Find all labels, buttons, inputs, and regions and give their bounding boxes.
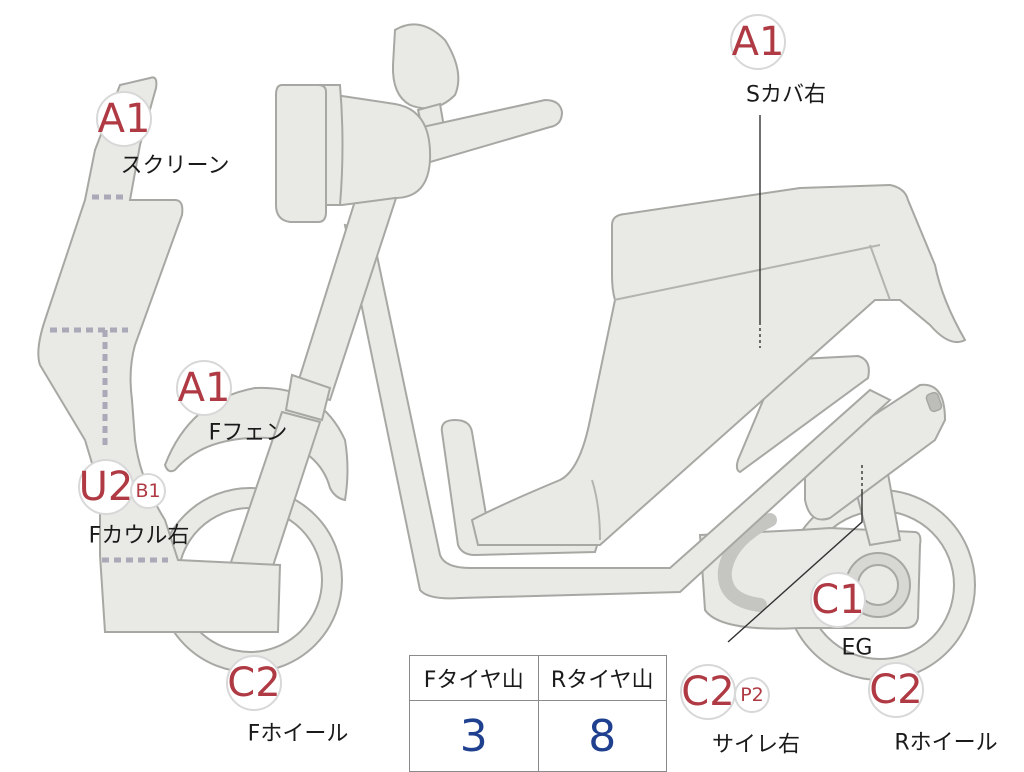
front-fender-grade: A1 — [178, 365, 231, 411]
front-tread-header: Fタイヤ山 — [409, 655, 539, 701]
front-cowl-right-sub-grade: B1 — [135, 480, 160, 502]
front-fender-drawing — [163, 386, 349, 502]
screen-label: スクリーン — [121, 154, 230, 179]
leader-lines — [727, 115, 863, 643]
annotation-muffler-right: C2 P2 サイレ右 — [680, 664, 800, 758]
rear-wheel-label: Rホイール — [894, 731, 997, 756]
rear-tread-header: Rタイヤ山 — [537, 655, 667, 701]
annotation-engine: C1 EG — [810, 572, 873, 661]
muffler-right-grade: C2 — [681, 669, 734, 715]
engine-label: EG — [842, 636, 873, 661]
cowl-dotted-seams — [50, 194, 168, 563]
annotation-screen: A1 スクリーン — [96, 91, 230, 179]
seat-cover-right-grade: A1 — [732, 19, 785, 65]
seat-cover-right-label: Sカバ右 — [746, 83, 826, 108]
muffler-right-label: サイレ右 — [712, 733, 800, 758]
annotation-seat-cover-right: A1 Sカバ右 — [730, 14, 826, 108]
front-wheel-label: Fホイール — [248, 722, 349, 747]
front-wheel-grade: C2 — [227, 660, 280, 706]
rear-wheel-grade: C2 — [869, 667, 922, 713]
annotation-rear-wheel: C2 Rホイール — [868, 662, 998, 756]
tire-tread-table: Fタイヤ山 Rタイヤ山 3 8 — [409, 655, 667, 772]
front-fender-label: Fフェン — [209, 421, 288, 446]
muffler-drawing — [804, 383, 947, 521]
screen-grade: A1 — [98, 96, 151, 142]
front-cowl-right-label: Fカウル右 — [89, 524, 190, 549]
engine-grade: C1 — [811, 577, 864, 623]
muffler-right-sub-grade: P2 — [740, 684, 764, 706]
annotation-front-cowl-right: U2 B1 Fカウル右 — [78, 459, 190, 549]
rear-tread-value: 8 — [537, 700, 667, 772]
front-tread-value: 3 — [409, 700, 539, 772]
annotation-front-wheel: C2 Fホイール — [226, 655, 349, 747]
annotation-front-fender: A1 Fフェン — [176, 360, 288, 446]
front-cowl-right-grade: U2 — [79, 464, 134, 510]
seat-and-body-drawing — [470, 183, 967, 546]
handlebar-drawing — [275, 23, 564, 223]
